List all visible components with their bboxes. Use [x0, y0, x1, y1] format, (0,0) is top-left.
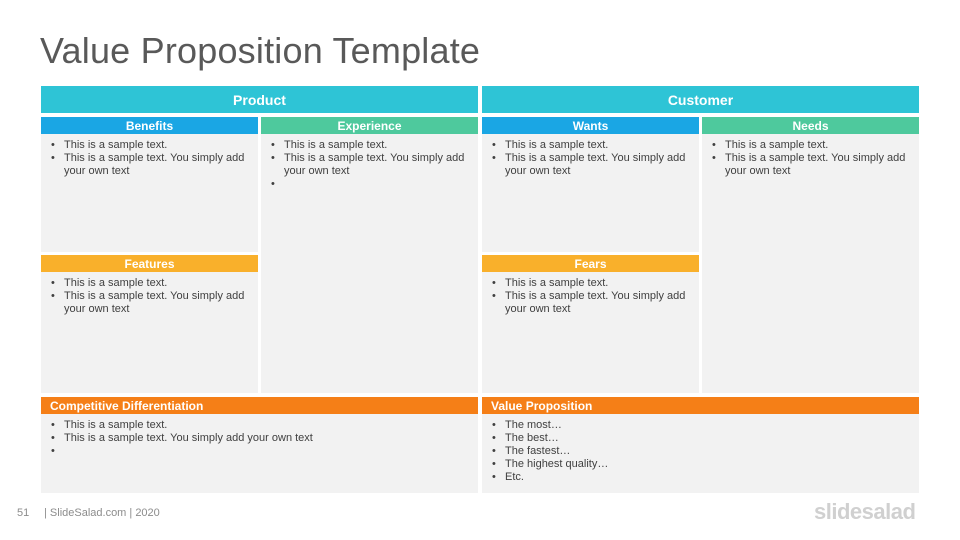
needs-panel: This is a sample text.This is a sample t… — [702, 134, 919, 393]
experience-header: Experience — [261, 117, 478, 134]
experience-panel: This is a sample text.This is a sample t… — [261, 134, 478, 393]
list-item: This is a sample text. You simply add yo… — [712, 152, 913, 178]
fears-list: This is a sample text.This is a sample t… — [490, 277, 693, 316]
product-header: Product — [41, 86, 478, 113]
features-header: Features — [41, 255, 258, 272]
list-item: This is a sample text. — [492, 277, 693, 290]
list-item: Etc. — [492, 471, 913, 484]
list-item: This is a sample text. You simply add yo… — [492, 152, 693, 178]
competitive-list: This is a sample text.This is a sample t… — [49, 419, 472, 458]
footer-source: | SlideSalad.com | 2020 — [44, 507, 160, 519]
list-item: This is a sample text. You simply add yo… — [271, 152, 472, 178]
customer-header: Customer — [482, 86, 919, 113]
fears-panel: This is a sample text.This is a sample t… — [482, 272, 699, 393]
list-item: This is a sample text. — [271, 139, 472, 152]
fears-header: Fears — [482, 255, 699, 272]
benefits-list: This is a sample text.This is a sample t… — [49, 139, 252, 178]
features-list: This is a sample text.This is a sample t… — [49, 277, 252, 316]
list-item: This is a sample text. — [51, 277, 252, 290]
experience-list: This is a sample text.This is a sample t… — [269, 139, 472, 191]
list-item: This is a sample text. You simply add yo… — [492, 290, 693, 316]
list-item: This is a sample text. You simply add yo… — [51, 152, 252, 178]
competitive-panel: This is a sample text.This is a sample t… — [41, 414, 478, 493]
benefits-header: Benefits — [41, 117, 258, 134]
wants-header: Wants — [482, 117, 699, 134]
list-item: The fastest… — [492, 445, 913, 458]
needs-list: This is a sample text.This is a sample t… — [710, 139, 913, 178]
list-item — [51, 445, 472, 458]
list-item: This is a sample text. — [51, 139, 252, 152]
value-proposition-list: The most…The best…The fastest…The highes… — [490, 419, 913, 484]
benefits-panel: This is a sample text.This is a sample t… — [41, 134, 258, 252]
wants-panel: This is a sample text.This is a sample t… — [482, 134, 699, 252]
list-item: The best… — [492, 432, 913, 445]
list-item: This is a sample text. — [492, 139, 693, 152]
list-item: This is a sample text. You simply add yo… — [51, 432, 472, 445]
page-number: 51 — [17, 507, 30, 519]
page-title: Value Proposition Template — [40, 30, 481, 71]
list-item — [271, 178, 472, 191]
list-item: The highest quality… — [492, 458, 913, 471]
slidesalad-logo: slidesalad — [814, 499, 916, 524]
wants-list: This is a sample text.This is a sample t… — [490, 139, 693, 178]
needs-header: Needs — [702, 117, 919, 134]
list-item: The most… — [492, 419, 913, 432]
list-item: This is a sample text. — [51, 419, 472, 432]
list-item: This is a sample text. — [712, 139, 913, 152]
list-item: This is a sample text. You simply add yo… — [51, 290, 252, 316]
features-panel: This is a sample text.This is a sample t… — [41, 272, 258, 393]
competitive-header: Competitive Differentiation — [41, 397, 478, 414]
value-proposition-panel: The most…The best…The fastest…The highes… — [482, 414, 919, 493]
value-proposition-header: Value Proposition — [482, 397, 919, 414]
